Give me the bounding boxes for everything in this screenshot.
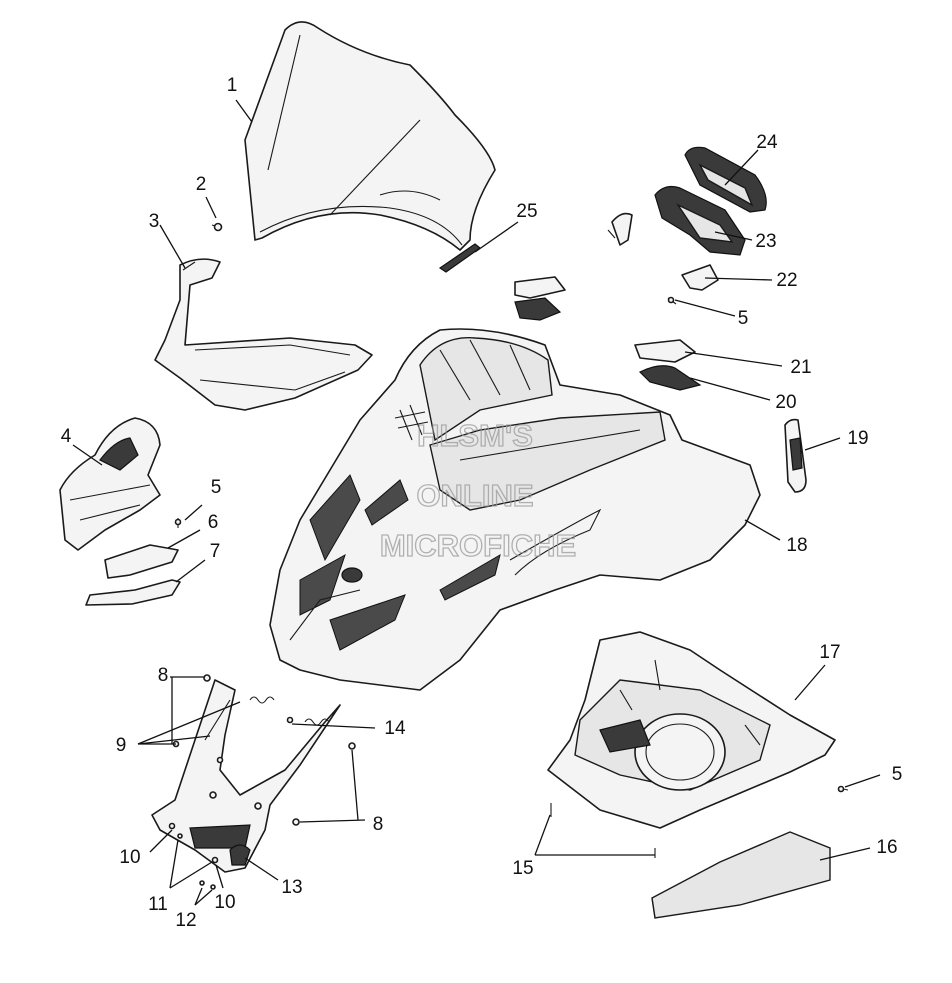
part-screw-2 [211, 222, 223, 232]
watermark-line-3: MICROFICHE [380, 528, 576, 563]
callout-label: 17 [819, 642, 840, 663]
callout-label: 13 [281, 877, 302, 898]
part-screw-5a [174, 518, 182, 528]
callout-label: 5 [211, 477, 222, 498]
callout-label: 7 [210, 541, 221, 562]
part-pin-15 [550, 803, 656, 858]
part-side-panel [59, 417, 161, 551]
callout-label: 3 [149, 211, 160, 232]
callout-label: 20 [775, 392, 796, 413]
part-nose-13 [151, 679, 341, 873]
callout-label: 10 [214, 892, 235, 913]
callout-label: 8 [373, 814, 384, 835]
part-pad-16 [651, 831, 831, 919]
callout-label: 19 [847, 428, 868, 449]
callout-label: 14 [384, 718, 406, 739]
callout-label: 10 [119, 847, 140, 868]
callout-label: 22 [776, 270, 797, 291]
watermark-line-2: ONLINE [416, 478, 533, 513]
callout-label: 24 [756, 132, 778, 153]
leader-lines [72, 99, 881, 906]
watermark: HLSM'S ONLINE MICROFICHE [379, 417, 577, 563]
part-hood [269, 328, 761, 691]
part-cover-21 [634, 339, 696, 363]
part-belly-pan [547, 631, 836, 829]
callout-label: 23 [755, 231, 776, 252]
callout-label: 5 [738, 308, 749, 329]
watermark-line-1: HLSM'S [417, 418, 533, 453]
callout-label: 15 [512, 858, 533, 879]
part-windshield-frame [154, 258, 373, 411]
callout-label: 1 [227, 75, 238, 96]
callout-label: 16 [876, 837, 897, 858]
part-bracket-23 [607, 212, 633, 246]
callout-label: 5 [892, 764, 903, 785]
callout-label: 11 [148, 894, 168, 915]
callout-label: 4 [61, 426, 72, 447]
part-center-block [514, 276, 566, 321]
part-fasteners [168, 674, 356, 890]
part-gauge-housing-23 [654, 185, 746, 256]
callout-label: 18 [786, 535, 807, 556]
part-windshield [244, 21, 496, 251]
part-decal-7 [85, 579, 181, 606]
part-cover-22 [667, 264, 719, 305]
callout-labels: 1 2 3 4 5 5 5 6 7 8 8 9 10 10 11 12 13 1… [61, 75, 903, 931]
part-decal-6 [104, 544, 179, 579]
callout-label: 25 [516, 201, 537, 222]
callout-label: 6 [208, 512, 219, 533]
callout-label: 21 [790, 357, 811, 378]
callout-label: 2 [196, 174, 207, 195]
part-vent-20 [638, 365, 702, 391]
part-screw-5c [837, 785, 849, 793]
callout-label: 12 [175, 910, 196, 931]
callout-label: 8 [158, 665, 169, 686]
callout-label: 9 [116, 735, 127, 756]
part-handle-19 [784, 418, 807, 493]
